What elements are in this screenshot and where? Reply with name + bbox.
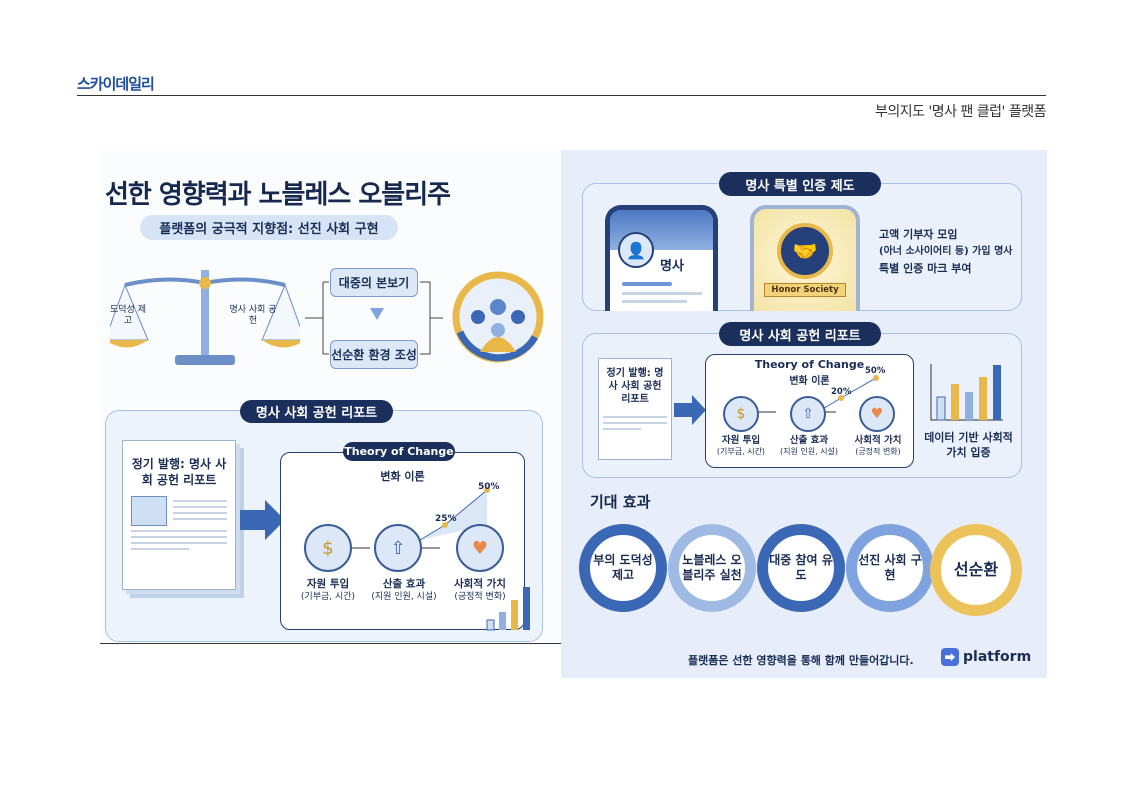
toc-step-output: 산출 효과(지원 인원, 시설) — [363, 578, 445, 603]
scale-right-label: 명사 사회 공헌 — [229, 305, 277, 326]
left-infographic: 선한 영향력과 노블레스 오블리주 플랫폼의 궁극적 지향점: 선진 사회 구현… — [100, 150, 560, 645]
effect-virtuous-cycle: 선순환 — [930, 524, 1022, 616]
toc-subtitle: 변화 이론 — [380, 470, 425, 483]
heart-hand-icon: ♥ — [456, 524, 504, 572]
heart-hand-icon: ♥ — [859, 396, 895, 432]
newspaper-brand[interactable]: 스카이데일리 — [77, 75, 155, 93]
desc-line: 특별 인증 마크 부여 — [879, 261, 972, 275]
step-detail: (기부금, 시간) — [300, 591, 356, 602]
honor-society-ribbon: Honor Society — [764, 283, 846, 297]
step-label: 자원 투입 — [306, 578, 350, 590]
growth-arrows-icon: ⇧ — [790, 396, 826, 432]
arrow-right-icon — [674, 395, 706, 425]
footer-tagline: 플랫폼은 선한 영향력을 통해 함께 만들어갑니다. — [688, 654, 914, 667]
chart-thumbnail-icon — [131, 496, 167, 527]
growth-arrows-icon: ⇧ — [374, 524, 422, 572]
report-document-right: 정기 발행: 명사 사회 공헌 리포트 — [598, 358, 672, 460]
report-document: 정기 발행: 명사 사회 공헌 리포트 — [122, 440, 236, 590]
toc-flow-graphic-right — [756, 375, 879, 413]
step-label: 자원 투입 — [721, 435, 761, 446]
desc-line: (아너 소사이어티 등) 가입 명사 — [879, 245, 1013, 257]
infographic-title: 선한 영향력과 노블레스 오블리주 — [105, 180, 451, 210]
certification-title: 명사 특별 인증 제도 — [719, 172, 881, 196]
bar-chart-icon — [486, 587, 530, 631]
step-detail: (긍정적 변화) — [454, 591, 506, 602]
arrow-right-icon — [240, 500, 285, 540]
toc-step-input: 자원 투입(기부금, 시간) — [709, 435, 773, 458]
pct-label-25: 25% — [435, 514, 457, 524]
effect-moral: 부의 도덕성 제고 — [579, 524, 667, 612]
bar-chart-icon — [930, 364, 1003, 421]
right-infographic: 명사 특별 인증 제도 👤 명사 🤝 Honor Society 고액 기부자 … — [561, 150, 1047, 678]
toc-step-output: 산출 효과(지원 인원, 시설) — [771, 435, 847, 458]
honor-badge-card: 🤝 Honor Society — [750, 205, 860, 311]
step-detail: (지원 인원, 시설) — [779, 447, 839, 457]
article-subtitle: 부의지도 '명사 팬 클럽' 플랫폼 — [874, 104, 1047, 120]
report-document-title: 정기 발행: 명사 사회 공헌 리포트 — [131, 457, 227, 487]
header-divider — [77, 95, 1046, 96]
report-section-title: 명사 사회 공헌 리포트 — [240, 400, 393, 423]
report-title-right: 명사 사회 공헌 리포트 — [719, 322, 881, 346]
platform-logo-text: platform — [963, 649, 1032, 665]
desc-line: 고액 기부자 모임 — [879, 228, 958, 241]
subtitle-pill: 플랫폼의 궁극적 지향점: 선진 사회 구현 — [140, 215, 398, 240]
flow-connectors — [305, 281, 443, 355]
pct-label-20: 20% — [831, 387, 852, 397]
flow-box-virtuous-cycle: 선순환 환경 조성 — [330, 340, 418, 369]
money-bag-icon: $ — [304, 524, 352, 572]
step-label: 산출 효과 — [382, 578, 426, 590]
avatar-icon: 👤 — [618, 232, 654, 268]
effect-noblesse: 노블레스 오블리주 실천 — [668, 524, 756, 612]
step-label: 사회적 가치 — [854, 435, 902, 446]
profile-name: 명사 — [660, 259, 684, 274]
theory-of-change-pill: Theory of Change — [343, 442, 455, 461]
step-detail: (지원 인원, 시설) — [371, 591, 437, 602]
effect-advanced-society: 선진 사회 구현 — [846, 524, 934, 612]
certification-description: 고액 기부자 모임 (아너 소사이어티 등) 가입 명사 특별 인증 마크 부여 — [879, 226, 1012, 277]
pct-label-50: 50% — [478, 482, 500, 492]
toc-subtitle: 변화 이론 — [789, 376, 830, 387]
platform-logo[interactable]: ⮕ platform — [941, 648, 1031, 666]
scale-left-label: 도덕성 제고 — [110, 305, 146, 326]
flow-box-role-model: 대중의 본보기 — [330, 268, 418, 297]
handshake-badge-icon: 🤝 — [777, 223, 833, 279]
toc-step-input: 자원 투입(기부금, 시간) — [293, 578, 363, 603]
report-document-title: 정기 발행: 명사 사회 공헌 리포트 — [606, 368, 664, 405]
step-label: 사회적 가치 — [454, 578, 506, 590]
pct-label-50: 50% — [865, 366, 886, 376]
toc-step-value: 사회적 가치(긍정적 변화) — [845, 435, 911, 458]
effects-title: 기대 효과 — [590, 493, 651, 511]
community-cycle-icon — [452, 271, 544, 363]
step-detail: (긍정적 변화) — [855, 447, 901, 457]
effect-participation: 대중 참여 유도 — [757, 524, 845, 612]
phone-profile: 👤 명사 — [605, 205, 718, 311]
step-label: 산출 효과 — [789, 435, 829, 446]
scale-icon — [110, 270, 300, 365]
platform-logo-icon: ⮕ — [941, 648, 959, 666]
money-bag-icon: $ — [723, 396, 759, 432]
step-detail: (기부금, 시간) — [716, 447, 766, 457]
toc-title: Theory of Change — [754, 358, 865, 371]
toc-step-value: 사회적 가치(긍정적 변화) — [445, 578, 515, 603]
data-based-label: 데이터 기반 사회적 가치 입증 — [924, 431, 1013, 460]
